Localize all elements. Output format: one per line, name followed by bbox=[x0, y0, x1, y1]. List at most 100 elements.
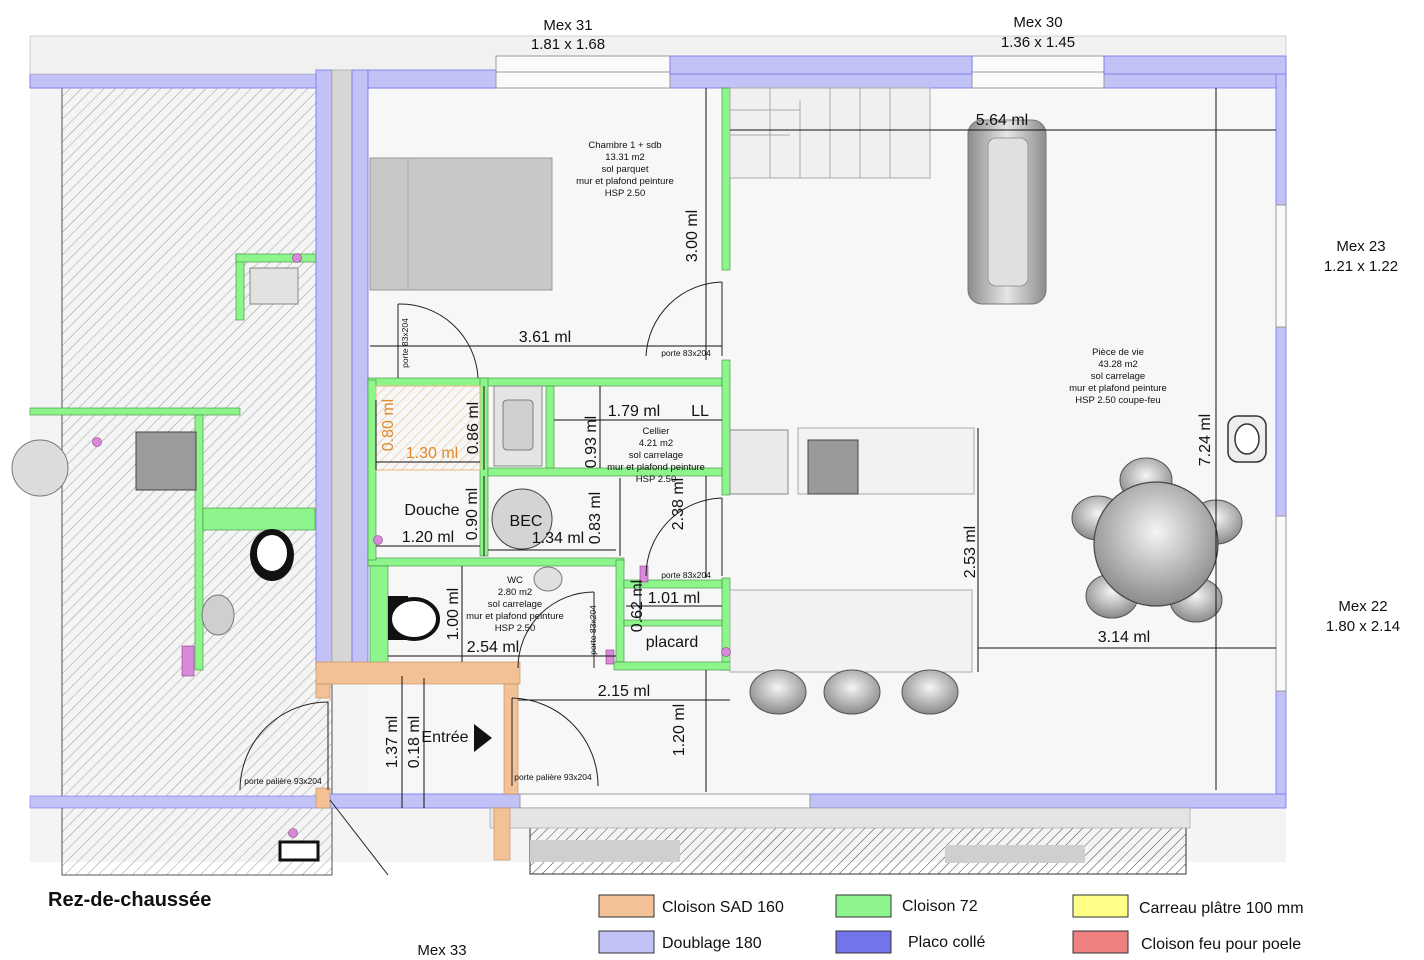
label-ll: LL bbox=[691, 403, 709, 420]
entrance-arrow-icon bbox=[474, 724, 492, 752]
dim-0-83: 0.83 ml bbox=[587, 492, 604, 544]
kitchen-counter bbox=[729, 589, 973, 673]
dim-2-53: 2.53 ml bbox=[962, 526, 979, 578]
svg-text:sol parquet: sol parquet bbox=[601, 164, 648, 175]
door-swings bbox=[239, 281, 723, 876]
svg-text:13.31 m2: 13.31 m2 bbox=[605, 152, 645, 163]
page-title: Rez-de-chaussée bbox=[48, 889, 211, 911]
svg-text:mur et plafond peinture: mur et plafond peinture bbox=[607, 462, 705, 473]
dim-1-34: 1.34 ml bbox=[532, 530, 584, 547]
window-mex22-size: 1.80 x 2.14 bbox=[1326, 618, 1400, 635]
svg-text:Doublage 180: Doublage 180 bbox=[662, 935, 762, 952]
door-label-cellier: porte 83x204 bbox=[661, 570, 711, 580]
svg-text:Carreau plâtre 100 mm: Carreau plâtre 100 mm bbox=[1139, 900, 1304, 917]
legend-item-cloison-feu: Cloison feu pour poele bbox=[1072, 930, 1301, 954]
dim-0-93: 0.93 ml bbox=[583, 416, 600, 468]
dim-7-24: 7.24 ml bbox=[1197, 414, 1214, 466]
svg-text:Cloison feu pour poele: Cloison feu pour poele bbox=[1141, 936, 1301, 953]
svg-text:mur et plafond peinture: mur et plafond peinture bbox=[466, 611, 564, 622]
svg-text:4.21 m2: 4.21 m2 bbox=[639, 438, 673, 449]
dim-0-86: 0.86 ml bbox=[465, 402, 482, 454]
svg-text:mur et plafond peinture: mur et plafond peinture bbox=[576, 176, 674, 187]
svg-text:HSP 2.50 coupe-feu: HSP 2.50 coupe-feu bbox=[1075, 395, 1160, 406]
bar-stools bbox=[749, 669, 959, 715]
svg-text:WC: WC bbox=[507, 575, 523, 586]
room-wc: WC 2.80 m2 sol carrelage mur et plafond … bbox=[466, 575, 564, 634]
label-entree: Entrée bbox=[421, 729, 468, 746]
door-label-wc: porte 83x204 bbox=[588, 605, 598, 655]
partition-chambre-south bbox=[367, 377, 723, 387]
room-piece-vie: Pièce de vie 43.28 m2 sol carrelage mur … bbox=[1069, 347, 1167, 406]
legend-item-doublage-180: Doublage 180 bbox=[598, 930, 762, 954]
svg-text:2.80 m2: 2.80 m2 bbox=[498, 587, 532, 598]
dim-1-79: 1.79 ml bbox=[608, 403, 660, 420]
dim-0-18: 0.18 ml bbox=[406, 716, 423, 768]
window-mex23-name: Mex 23 bbox=[1336, 238, 1385, 255]
partition-chambre-vie bbox=[721, 87, 731, 271]
dim-1-20-a: 1.20 ml bbox=[402, 529, 454, 546]
door-label-palier-left: porte palière 93x204 bbox=[244, 776, 322, 786]
window-mex30-name: Mex 30 bbox=[1013, 14, 1062, 31]
label-bec: BEC bbox=[510, 513, 543, 530]
window-mex31-size: 1.81 x 1.68 bbox=[531, 36, 605, 53]
legend-swatch bbox=[1072, 894, 1129, 918]
dim-5-64: 5.64 ml bbox=[976, 112, 1028, 129]
svg-text:sol carrelage: sol carrelage bbox=[629, 450, 683, 461]
room-cellier: Cellier 4.21 m2 sol carrelage mur et pla… bbox=[607, 426, 705, 485]
dim-1-00: 1.00 ml bbox=[445, 588, 462, 640]
legend-swatch bbox=[835, 930, 892, 954]
svg-text:43.28 m2: 43.28 m2 bbox=[1098, 359, 1138, 370]
bed bbox=[369, 157, 553, 291]
svg-text:sol carrelage: sol carrelage bbox=[1091, 371, 1145, 382]
legend: Cloison SAD 160 Cloison 72 Carreau plâtr… bbox=[598, 894, 1304, 954]
sad-partition bbox=[315, 661, 521, 685]
window-mex23-size: 1.21 x 1.22 bbox=[1324, 258, 1398, 275]
dining-table bbox=[1071, 457, 1243, 623]
water-heater bbox=[491, 488, 553, 550]
svg-text:Pièce de vie: Pièce de vie bbox=[1092, 347, 1144, 358]
window-mex33 bbox=[519, 793, 811, 809]
label-douche: Douche bbox=[404, 502, 459, 519]
staircase bbox=[729, 87, 931, 179]
legend-item-placo-colle: Placo collé bbox=[835, 930, 985, 954]
door-label-chambre: porte 83x204 bbox=[661, 348, 711, 358]
legend-item-sad-160: Cloison SAD 160 bbox=[598, 894, 784, 918]
legend-swatch bbox=[835, 894, 892, 918]
door-label-sdb: porte 83x204 bbox=[400, 318, 410, 368]
svg-text:mur et plafond peinture: mur et plafond peinture bbox=[1069, 383, 1167, 394]
window-mex31-name: Mex 31 bbox=[543, 17, 592, 34]
window-mex23 bbox=[1275, 204, 1287, 328]
dim-2-38: 2.38 ml bbox=[670, 478, 687, 530]
dim-1-20-b: 1.20 ml bbox=[671, 704, 688, 756]
svg-text:HSP 2.50: HSP 2.50 bbox=[636, 474, 677, 485]
dim-2-54: 2.54 ml bbox=[467, 639, 519, 656]
window-mex33-name: Mex 33 bbox=[417, 942, 466, 959]
dim-0-62: 0.62 ml bbox=[629, 580, 646, 632]
svg-text:HSP 2.50: HSP 2.50 bbox=[605, 188, 646, 199]
legend-swatch bbox=[1072, 930, 1129, 954]
dim-3-61: 3.61 ml bbox=[519, 329, 571, 346]
window-mex30-size: 1.36 x 1.45 bbox=[1001, 34, 1075, 51]
room-chambre: Chambre 1 + sdb 13.31 m2 sol parquet mur… bbox=[576, 140, 674, 199]
svg-text:Chambre 1 + sdb: Chambre 1 + sdb bbox=[588, 140, 661, 151]
svg-text:Cloison SAD 160: Cloison SAD 160 bbox=[662, 899, 784, 916]
legend-item-cloison-72: Cloison 72 bbox=[835, 894, 978, 918]
dim-0-80: 0.80 ml bbox=[380, 399, 397, 451]
svg-text:Cloison 72: Cloison 72 bbox=[902, 898, 978, 915]
dim-2-15: 2.15 ml bbox=[598, 683, 650, 700]
dim-3-14: 3.14 ml bbox=[1098, 629, 1150, 646]
dimension-lines bbox=[370, 88, 1276, 808]
dim-0-90: 0.90 ml bbox=[464, 488, 481, 540]
svg-text:Cellier: Cellier bbox=[643, 426, 670, 437]
svg-text:HSP 2.50: HSP 2.50 bbox=[495, 623, 536, 634]
dim-1-37: 1.37 ml bbox=[384, 716, 401, 768]
svg-text:Placo collé: Placo collé bbox=[908, 934, 985, 951]
svg-text:sol carrelage: sol carrelage bbox=[488, 599, 542, 610]
legend-swatch bbox=[598, 930, 655, 954]
window-mex22 bbox=[1275, 515, 1287, 692]
legend-swatch bbox=[598, 894, 655, 918]
legend-item-carreau-platre: Carreau plâtre 100 mm bbox=[1072, 894, 1304, 918]
kitchen-unit bbox=[729, 429, 789, 495]
dim-1-01: 1.01 ml bbox=[648, 590, 700, 607]
